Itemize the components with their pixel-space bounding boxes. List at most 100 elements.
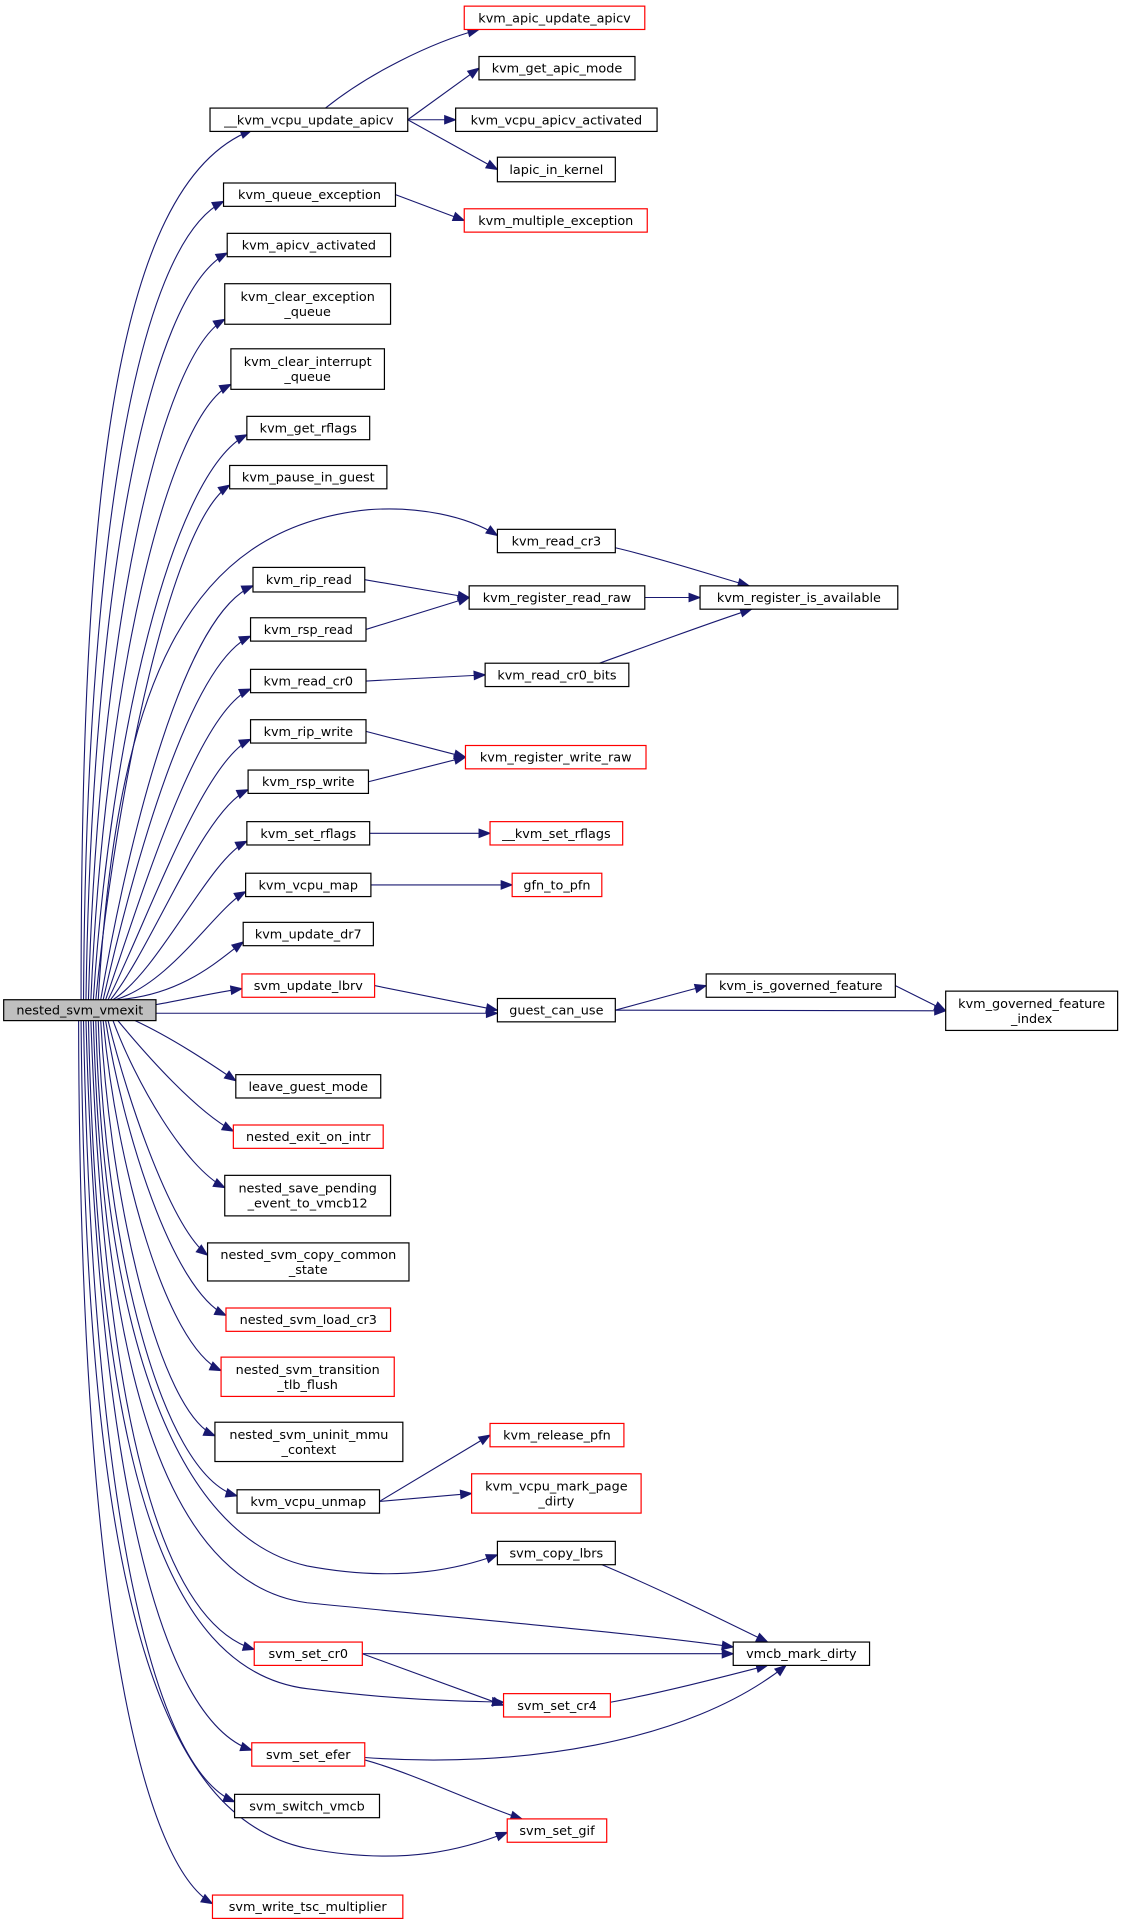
- node-nested_svm_uninit_mmu_context[interactable]: nested_svm_uninit_mmu_context: [214, 1421, 404, 1463]
- node-box[interactable]: [211, 1894, 404, 1920]
- node-box[interactable]: [245, 872, 372, 898]
- node-box[interactable]: [214, 1421, 404, 1463]
- node-box[interactable]: [241, 973, 376, 998]
- node-box[interactable]: [246, 415, 371, 441]
- node-kvm_register_write_raw[interactable]: kvm_register_write_raw: [464, 744, 647, 770]
- node-box[interactable]: [253, 1641, 363, 1667]
- node-box[interactable]: [463, 5, 646, 31]
- node-box[interactable]: [945, 990, 1119, 1032]
- node-kvm_vcpu_unmap[interactable]: kvm_vcpu_unmap: [236, 1489, 381, 1514]
- node-box[interactable]: [232, 1124, 384, 1149]
- node-box[interactable]: [489, 821, 624, 846]
- node-kvm_rip_write[interactable]: kvm_rip_write: [249, 719, 367, 744]
- node-box[interactable]: [247, 769, 370, 794]
- node-nested_svm_load_cr3[interactable]: nested_svm_load_cr3: [225, 1307, 392, 1332]
- node-__kvm_vcpu_update_apicv[interactable]: __kvm_vcpu_update_apicv: [209, 107, 409, 133]
- node-box[interactable]: [249, 617, 367, 642]
- node-svm_set_cr0[interactable]: svm_set_cr0: [253, 1641, 363, 1667]
- node-nested_save_pending_event_to_vmcb12[interactable]: nested_save_pending_event_to_vmcb12: [224, 1174, 392, 1217]
- node-box[interactable]: [471, 1473, 642, 1514]
- node-box[interactable]: [249, 668, 367, 694]
- node-box[interactable]: [222, 182, 397, 207]
- node-root[interactable]: nested_svm_vmexit: [3, 999, 157, 1022]
- node-kvm_clear_exception_queue[interactable]: kvm_clear_exception_queue: [224, 283, 392, 325]
- node-nested_svm_copy_common_state[interactable]: nested_svm_copy_common_state: [206, 1242, 410, 1282]
- node-box[interactable]: [224, 283, 392, 325]
- node-svm_set_efer[interactable]: svm_set_efer: [251, 1742, 366, 1767]
- node-nested_svm_transition_tlb_flush[interactable]: nested_svm_transition_tlb_flush: [220, 1356, 395, 1398]
- node-box[interactable]: [236, 1489, 381, 1514]
- node-box[interactable]: [506, 1818, 608, 1843]
- node-box[interactable]: [229, 464, 388, 490]
- node-box[interactable]: [251, 1742, 366, 1767]
- node-box[interactable]: [249, 719, 367, 744]
- node-kvm_vcpu_map[interactable]: kvm_vcpu_map: [245, 872, 372, 898]
- node-svm_write_tsc_multiplier[interactable]: svm_write_tsc_multiplier: [211, 1894, 404, 1920]
- node-lapic_in_kernel[interactable]: lapic_in_kernel: [496, 156, 616, 183]
- node-box[interactable]: [478, 55, 636, 81]
- node-kvm_rip_read[interactable]: kvm_rip_read: [252, 566, 366, 593]
- node-svm_copy_lbrs[interactable]: svm_copy_lbrs: [496, 1540, 616, 1566]
- node-kvm_rsp_read[interactable]: kvm_rsp_read: [249, 617, 367, 642]
- node-box[interactable]: [224, 1174, 392, 1217]
- node-gfn_to_pfn[interactable]: gfn_to_pfn: [511, 872, 603, 898]
- node-kvm_pause_in_guest[interactable]: kvm_pause_in_guest: [229, 464, 388, 490]
- node-box[interactable]: [246, 821, 371, 846]
- node-kvm_read_cr0_bits[interactable]: kvm_read_cr0_bits: [484, 662, 630, 688]
- node-kvm_update_dr7[interactable]: kvm_update_dr7: [242, 921, 374, 947]
- node-box[interactable]: [455, 107, 658, 133]
- node-box[interactable]: [230, 348, 386, 390]
- node-box[interactable]: [209, 107, 409, 133]
- node-box[interactable]: [225, 1307, 392, 1332]
- node-box[interactable]: [496, 997, 616, 1023]
- node-box[interactable]: [206, 1242, 410, 1282]
- node-box[interactable]: [468, 585, 646, 610]
- node-box[interactable]: [252, 566, 366, 593]
- node-box[interactable]: [233, 1793, 381, 1819]
- node-nested_exit_on_intr[interactable]: nested_exit_on_intr: [232, 1124, 384, 1149]
- node-svm_set_gif[interactable]: svm_set_gif: [506, 1818, 608, 1843]
- node-kvm_get_rflags[interactable]: kvm_get_rflags: [246, 415, 371, 441]
- node-box[interactable]: [242, 921, 374, 947]
- node-box[interactable]: [3, 999, 157, 1022]
- node-kvm_register_read_raw[interactable]: kvm_register_read_raw: [468, 585, 646, 610]
- node-box[interactable]: [496, 1540, 616, 1566]
- node-box[interactable]: [463, 208, 648, 233]
- node-box[interactable]: [496, 156, 616, 183]
- node-box[interactable]: [705, 973, 896, 998]
- node-kvm_vcpu_mark_page_dirty[interactable]: kvm_vcpu_mark_page_dirty: [471, 1473, 642, 1514]
- node-guest_can_use[interactable]: guest_can_use: [496, 997, 616, 1023]
- node-leave_guest_mode[interactable]: leave_guest_mode: [235, 1074, 382, 1099]
- node-svm_set_cr4[interactable]: svm_set_cr4: [502, 1693, 611, 1718]
- node-kvm_set_rflags[interactable]: kvm_set_rflags: [246, 821, 371, 846]
- node-box[interactable]: [489, 1422, 625, 1448]
- node-svm_update_lbrv[interactable]: svm_update_lbrv: [241, 973, 376, 998]
- node-kvm_apic_update_apicv[interactable]: kvm_apic_update_apicv: [463, 5, 646, 31]
- node-kvm_register_is_available[interactable]: kvm_register_is_available: [699, 585, 899, 610]
- node-kvm_read_cr0[interactable]: kvm_read_cr0: [249, 668, 367, 694]
- node-box[interactable]: [732, 1641, 871, 1667]
- node-kvm_read_cr3[interactable]: kvm_read_cr3: [496, 528, 616, 554]
- node-box[interactable]: [484, 662, 630, 688]
- node-__kvm_set_rflags[interactable]: __kvm_set_rflags: [489, 821, 624, 846]
- node-box[interactable]: [226, 232, 392, 258]
- node-box[interactable]: [699, 585, 899, 610]
- node-kvm_get_apic_mode[interactable]: kvm_get_apic_mode: [478, 55, 636, 81]
- node-box[interactable]: [511, 872, 603, 898]
- node-svm_switch_vmcb[interactable]: svm_switch_vmcb: [233, 1793, 381, 1819]
- node-kvm_governed_feature_index[interactable]: kvm_governed_feature_index: [945, 990, 1119, 1032]
- node-kvm_multiple_exception[interactable]: kvm_multiple_exception: [463, 208, 648, 233]
- node-box[interactable]: [235, 1074, 382, 1099]
- node-kvm_vcpu_apicv_activated[interactable]: kvm_vcpu_apicv_activated: [455, 107, 658, 133]
- node-vmcb_mark_dirty[interactable]: vmcb_mark_dirty: [732, 1641, 871, 1667]
- node-kvm_release_pfn[interactable]: kvm_release_pfn: [489, 1422, 625, 1448]
- node-box[interactable]: [502, 1693, 611, 1718]
- node-kvm_is_governed_feature[interactable]: kvm_is_governed_feature: [705, 973, 896, 998]
- node-kvm_clear_interrupt_queue[interactable]: kvm_clear_interrupt_queue: [230, 348, 386, 390]
- node-box[interactable]: [220, 1356, 395, 1398]
- node-box[interactable]: [464, 744, 647, 770]
- node-kvm_queue_exception[interactable]: kvm_queue_exception: [222, 182, 397, 207]
- node-kvm_apicv_activated[interactable]: kvm_apicv_activated: [226, 232, 392, 258]
- node-kvm_rsp_write[interactable]: kvm_rsp_write: [247, 769, 370, 794]
- node-box[interactable]: [496, 528, 616, 554]
